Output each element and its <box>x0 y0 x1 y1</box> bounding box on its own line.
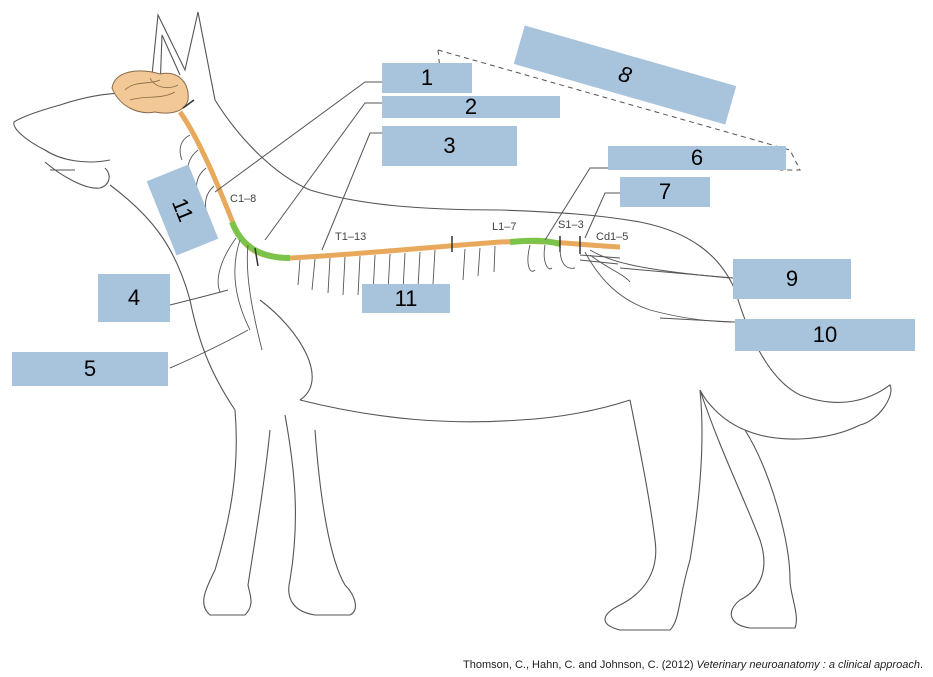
segment-label-cervical: C1–8 <box>230 193 256 205</box>
label-box-10[interactable]: 10 <box>735 319 915 351</box>
citation-authors: Thomson, C., Hahn, C. and Johnson, C. (2… <box>462 659 697 671</box>
label-box-4[interactable]: 4 <box>98 274 170 322</box>
citation-title: Veterinary neuroanatomy : a clinical app… <box>696 659 920 671</box>
dog-outline <box>13 11 892 631</box>
label-box-6[interactable]: 6 <box>608 145 786 170</box>
segment-label-caudal: Cd1–5 <box>596 231 628 243</box>
citation: Thomson, C., Hahn, C. and Johnson, C. (2… <box>463 659 923 671</box>
brain <box>111 70 189 114</box>
spinal-cord <box>177 99 621 267</box>
label-box-11-thorax[interactable]: 11 <box>362 284 450 313</box>
label-box-9[interactable]: 9 <box>733 259 851 299</box>
label-box-1[interactable]: 1 <box>382 63 472 93</box>
label-box-3[interactable]: 3 <box>382 126 517 166</box>
citation-end: . <box>919 659 923 671</box>
label-box-5[interactable]: 5 <box>12 352 168 386</box>
segment-label-lumbar: L1–7 <box>492 221 516 233</box>
leader-lines <box>169 49 801 369</box>
label-box-7[interactable]: 7 <box>620 177 710 207</box>
label-box-2[interactable]: 2 <box>382 94 560 119</box>
label-11-neck-text: 11 <box>167 194 199 226</box>
segment-label-thoracic: T1–13 <box>335 231 366 243</box>
segment-label-sacral: S1–3 <box>558 219 584 231</box>
